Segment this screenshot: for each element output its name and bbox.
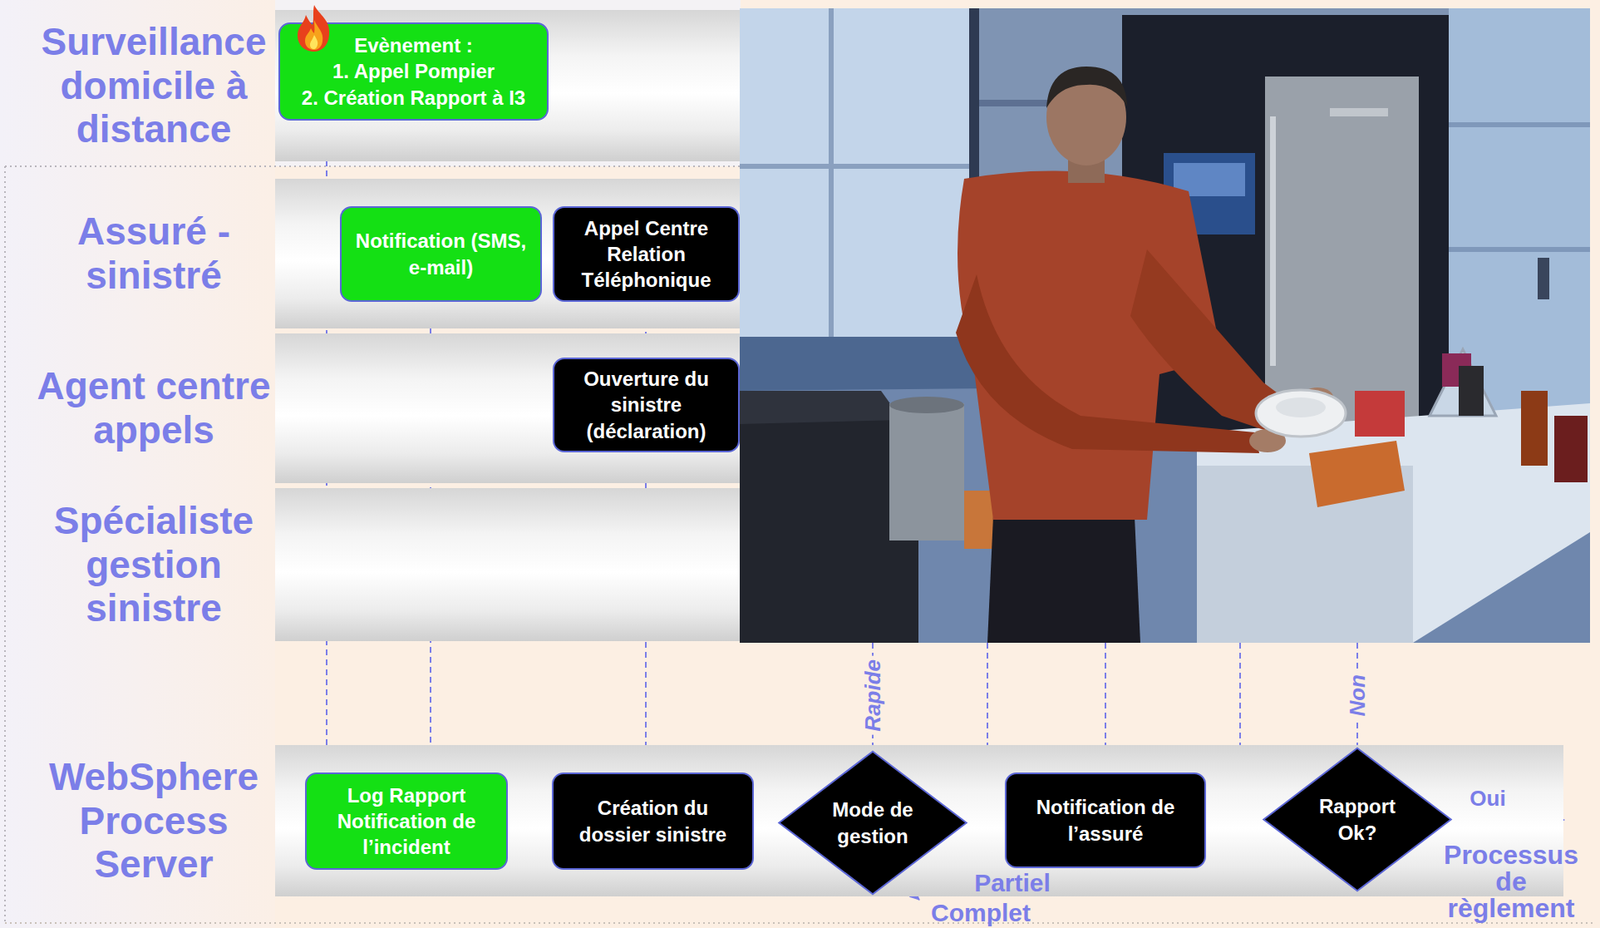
kitchen-photo — [1429, 349, 1497, 416]
box-text: Notification de l’assuré — [1013, 793, 1198, 846]
lane-band — [275, 487, 740, 641]
process-box: Log Rapport Notification de l’incident — [305, 772, 508, 870]
kitchen-photo — [1554, 415, 1588, 483]
process-box: Notification de l’assuré — [1004, 772, 1207, 868]
swimlane: Surveillance domicile à distance Evènemen… — [0, 9, 740, 162]
box-text: 1. Appel Pompier — [332, 58, 495, 84]
branch-label: Rapide — [861, 655, 886, 735]
top-ground — [275, 0, 741, 167]
dotted-divider — [4, 165, 740, 168]
diamond-outline — [778, 751, 966, 895]
fire-icon — [305, 19, 323, 50]
kitchen-photo — [1458, 365, 1484, 416]
lane-title: Agent centre appels — [29, 364, 279, 453]
fire-icon — [297, 4, 330, 52]
kitchen-photo — [828, 8, 834, 337]
fire-icon — [310, 34, 318, 50]
flow-line — [1356, 642, 1359, 747]
kitchen-photo — [1255, 389, 1346, 437]
flow-line — [871, 642, 874, 750]
kitchen-photo — [1329, 108, 1389, 117]
kitchen-photo — [1448, 8, 1591, 441]
box-text: Notification (SMS, e-mail) — [348, 227, 534, 280]
swimlane: WebSphere Process Server Log Rapport Noti… — [0, 744, 1564, 896]
swimlane: Assuré - sinistré Notification (SMS, e-ma… — [0, 178, 740, 329]
box-content: Appel Centre Relation Téléphonique — [554, 207, 739, 301]
kitchen-photo — [1537, 257, 1550, 300]
swimlane: Spécialiste gestion sinistre — [0, 487, 740, 641]
box-text: Appel Centre Relation Téléphonique — [561, 215, 732, 294]
box-text: Evènement : — [354, 32, 473, 59]
lane-title: Assuré - sinistré — [29, 209, 279, 298]
diamond-shape — [1261, 746, 1453, 892]
kitchen-photo — [739, 390, 902, 424]
diamond-shape — [777, 749, 969, 896]
kitchen-photo — [1265, 76, 1419, 439]
kitchen-photo — [1046, 66, 1128, 109]
kitchen-photo — [1309, 440, 1405, 508]
lane-title: Spécialiste gestion sinistre — [29, 498, 279, 631]
kitchen-photo — [739, 8, 1591, 643]
kitchen-photo — [739, 163, 970, 169]
box-text: Création du dossier sinistre — [560, 794, 746, 847]
swimlane: Agent centre appels Ouverture du sinistre… — [0, 333, 740, 483]
flow-label: Complet — [930, 898, 1031, 926]
box-text: 2. Création Rapport à I3 — [301, 84, 526, 111]
process-box: Création du dossier sinistre — [551, 772, 754, 870]
kitchen-photo — [739, 8, 970, 337]
box-text: Mode de gestion — [822, 796, 923, 848]
decision-diamond: Mode de gestion — [777, 749, 969, 896]
kitchen-photo — [889, 396, 965, 414]
branch-label: Non — [1345, 670, 1370, 720]
box-content: Notification de l’assuré — [1006, 773, 1205, 867]
kitchen-photo — [889, 403, 965, 541]
box-content: Notification (SMS, e-mail) — [341, 207, 541, 301]
process-box: Appel Centre Relation Téléphonique — [552, 206, 740, 302]
decision-diamond: Rapport Ok? — [1261, 746, 1453, 892]
kitchen-photo — [1270, 116, 1276, 366]
kitchen-photo — [1448, 246, 1591, 252]
diamond-outline — [1263, 748, 1451, 892]
kitchen-photo — [1275, 397, 1326, 418]
process-box: Notification (SMS, e-mail) — [339, 206, 542, 302]
process-box: Ouverture du sinistre (déclaration) — [552, 357, 740, 453]
kitchen-photo — [955, 274, 1260, 453]
lane-title: Surveillance domicile à distance — [29, 19, 279, 153]
box-content: Log Rapport Notification de l’incident — [306, 773, 507, 868]
kitchen-photo — [1354, 390, 1405, 437]
dotted-divider — [4, 166, 6, 923]
kitchen-photo — [1521, 390, 1548, 466]
box-content: Rapport Ok? — [1261, 746, 1453, 892]
box-content: Mode de gestion — [777, 749, 969, 896]
fire-icon — [290, 3, 338, 54]
box-text: Rapport Ok? — [1307, 792, 1408, 845]
box-content: Ouverture du sinistre (déclaration) — [554, 359, 739, 451]
dotted-divider — [4, 921, 1596, 924]
box-text: Log Rapport Notification de l’incident — [313, 782, 500, 861]
box-content: Création du dossier sinistre — [553, 773, 753, 868]
kitchen-photo — [1448, 122, 1591, 128]
box-text: Ouverture du sinistre (déclaration) — [561, 365, 732, 444]
kitchen-photo — [739, 8, 1591, 643]
lane-title: WebSphere Process Server — [29, 754, 279, 887]
